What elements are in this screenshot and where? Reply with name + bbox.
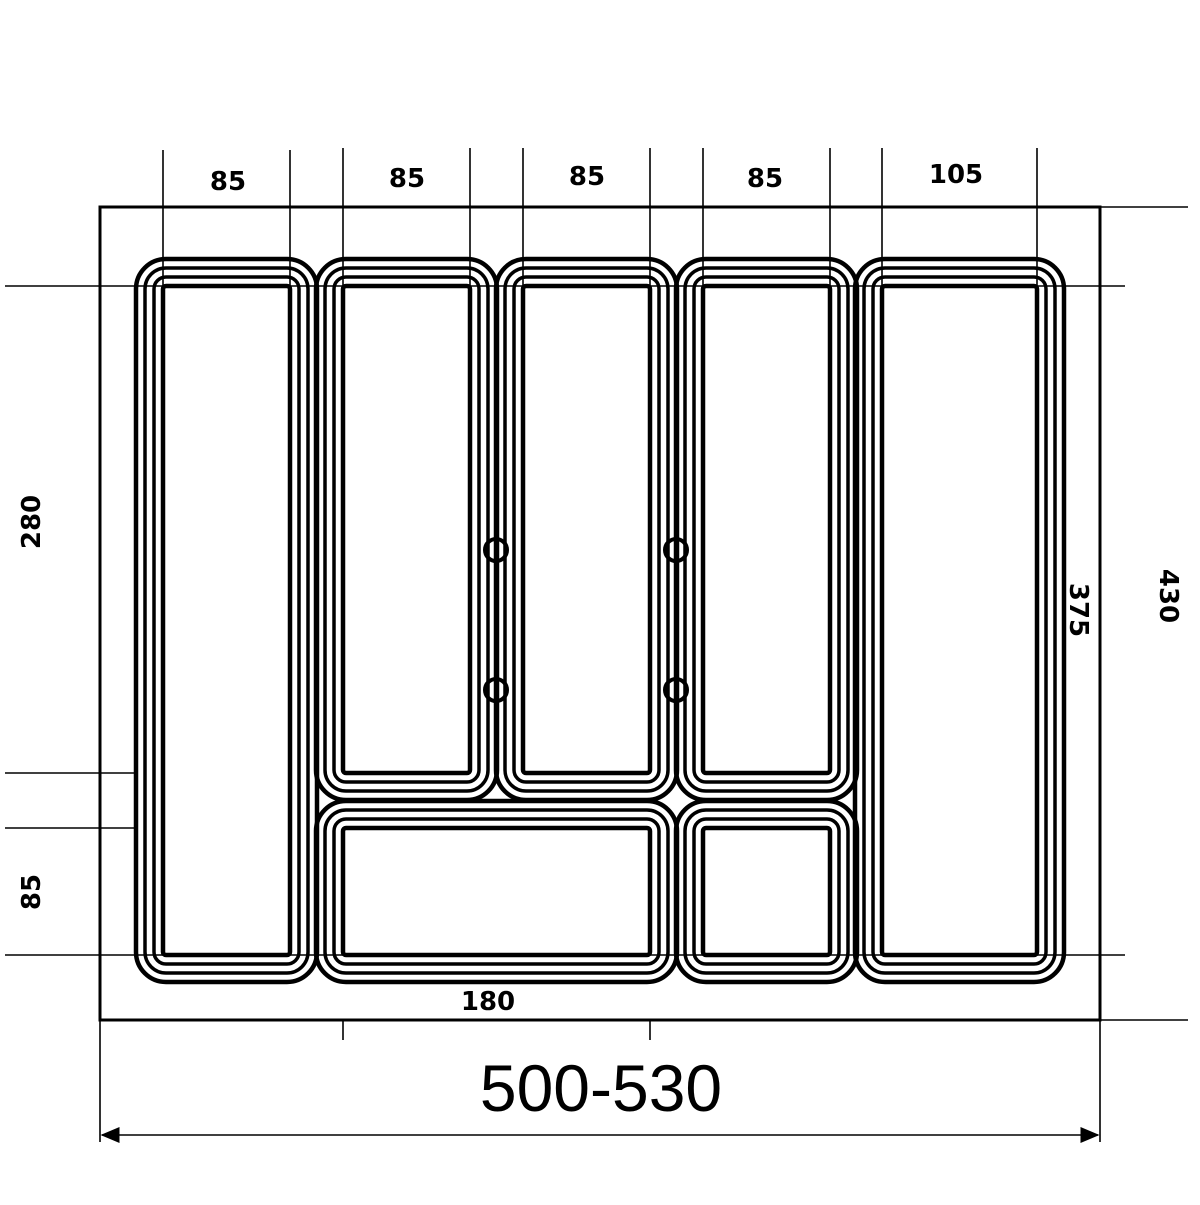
dimension-lines	[5, 148, 1188, 1143]
connector-clip	[483, 537, 509, 563]
compartment-wall-line	[852, 256, 1067, 985]
compartment-wall-line	[683, 266, 850, 793]
compartment-wall-line	[700, 283, 833, 776]
compartment-wall-line	[862, 266, 1057, 975]
dim-top-2: 85	[389, 164, 425, 194]
compartment-wall-line	[683, 808, 850, 975]
compartment-5	[852, 256, 1067, 985]
compartment-wall-line	[323, 266, 490, 793]
compartment-wall-line	[692, 817, 841, 966]
compartment-wall-line	[520, 283, 653, 776]
compartment-wall-line	[512, 275, 661, 784]
compartment-wall-line	[332, 817, 661, 966]
dim-top-4: 85	[747, 164, 783, 194]
tray-outline	[98, 205, 1102, 1022]
compartment-wall-line	[332, 275, 481, 784]
dim-overall-width: 500-530	[480, 1051, 722, 1125]
compartment-7	[673, 798, 860, 985]
connector-clip	[663, 537, 689, 563]
compartment-wall-line	[879, 283, 1040, 958]
compartment-wall-line	[323, 808, 670, 975]
compartment-3	[493, 256, 680, 803]
compartment-wall-line	[871, 275, 1048, 966]
compartment-wall-line	[673, 798, 860, 985]
dim-left-upper: 280	[17, 495, 47, 549]
dim-top-3: 85	[569, 162, 605, 192]
compartment-wall-line	[340, 283, 473, 776]
compartment-wall-line	[340, 825, 653, 958]
dim-outer-depth: 430	[1153, 569, 1183, 623]
dim-inner-depth: 375	[1063, 583, 1093, 637]
connector-clip	[483, 677, 509, 703]
compartment-wall-line	[692, 275, 841, 784]
compartment-wall-line	[160, 283, 293, 958]
dim-top-5: 105	[929, 160, 983, 190]
compartment-wall-line	[143, 266, 310, 975]
dim-top-1: 85	[210, 167, 246, 197]
connector-clip	[663, 677, 689, 703]
compartments	[133, 256, 1067, 985]
compartment-2	[313, 256, 500, 803]
compartment-wall-line	[503, 266, 670, 793]
compartment-wall-line	[700, 825, 833, 958]
compartment-4	[673, 256, 860, 803]
compartment-1	[133, 256, 320, 985]
compartment-wall-line	[152, 275, 301, 966]
dim-left-lower: 85	[17, 874, 47, 910]
dim-bottom-180: 180	[461, 987, 515, 1017]
compartment-6	[313, 798, 680, 985]
